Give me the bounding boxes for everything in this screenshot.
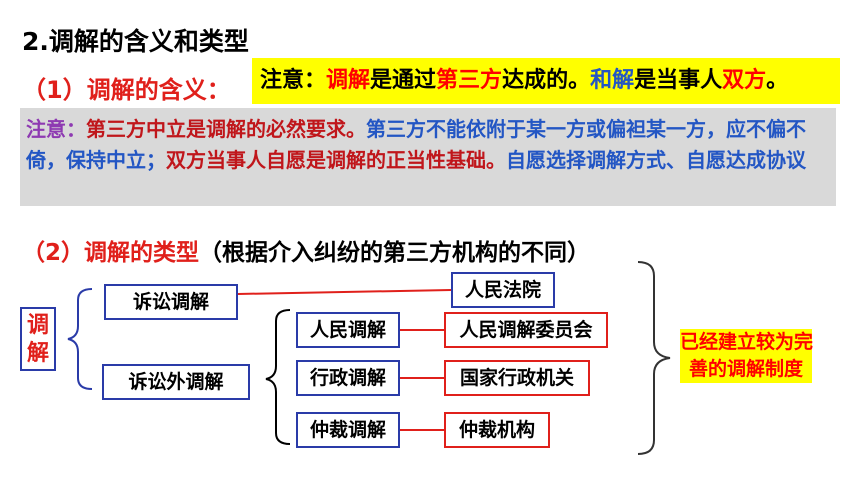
section2-hint: （根据介入纠纷的第三方机构的不同）: [199, 240, 591, 266]
section2-heading: （2）调解的类型（根据介入纠纷的第三方机构的不同）: [22, 233, 590, 267]
note-gray-box: 注意：第三方中立是调解的必然要求。第三方不能依附于某一方或偏袒某一方，应不偏不倚…: [20, 108, 836, 206]
administrative-mediation-box: 行政调解: [296, 360, 400, 396]
note1-text: 达成的。: [502, 68, 591, 93]
root-label-line2: 解: [26, 341, 49, 366]
note2-text: 自愿选择调解方式、自愿达成协议: [506, 148, 806, 172]
root-label-line1: 调: [26, 313, 49, 338]
note1-text: 调解: [326, 68, 371, 93]
admin-agency-box: 国家行政机关: [444, 360, 590, 396]
non-litigation-mediation-box: 诉讼外调解: [102, 364, 250, 400]
note1-text: 和解: [590, 68, 635, 93]
section2-label: （2）调解的类型: [22, 240, 200, 266]
note1-text: 第三方: [436, 68, 503, 93]
conclusion-line2: 善的调解制度: [688, 358, 803, 380]
conclusion-label: 已经建立较为完善的调解制度: [680, 329, 814, 383]
litigation-mediation-box: 诉讼调解: [104, 284, 238, 320]
note1-text: 是当事人: [634, 68, 723, 93]
note-yellow-box: 注意：调解是通过第三方达成的。和解是当事人双方。: [252, 58, 840, 104]
note1-text: 。: [766, 68, 789, 93]
non-litigation-brace: [265, 309, 291, 445]
right-bracket: [637, 261, 671, 455]
people-mediation-box: 人民调解: [296, 312, 400, 348]
connector-litigation-court: [237, 289, 452, 295]
page-title: 2.调解的含义和类型: [22, 27, 249, 56]
note1-text: 注意：: [260, 68, 327, 93]
root-node-tiaojie: 调解: [20, 307, 56, 371]
note1-text: 是通过: [370, 68, 437, 93]
arbitration-body-box: 仲裁机构: [444, 412, 550, 448]
peoples-court-box: 人民法院: [451, 272, 555, 308]
arbitration-mediation-box: 仲裁调解: [296, 412, 400, 448]
root-brace: [67, 288, 93, 390]
note1-text: 双方: [722, 68, 767, 93]
note2-text: 第三方中立是调解的必然要求。: [86, 117, 366, 141]
note2-text: 双方当事人自愿是调解的正当性基础。: [166, 148, 506, 172]
conclusion-line1: 已经建立较为完: [680, 331, 814, 353]
mediation-committee-box: 人民调解委员会: [444, 312, 608, 348]
note2-text: 注意：: [26, 117, 86, 141]
note2-text: 第三方不能依附于某一方或偏袒某一方，应不偏不倚，保持中立；: [26, 117, 806, 172]
section1-heading: （1）调解的含义：: [22, 76, 231, 104]
